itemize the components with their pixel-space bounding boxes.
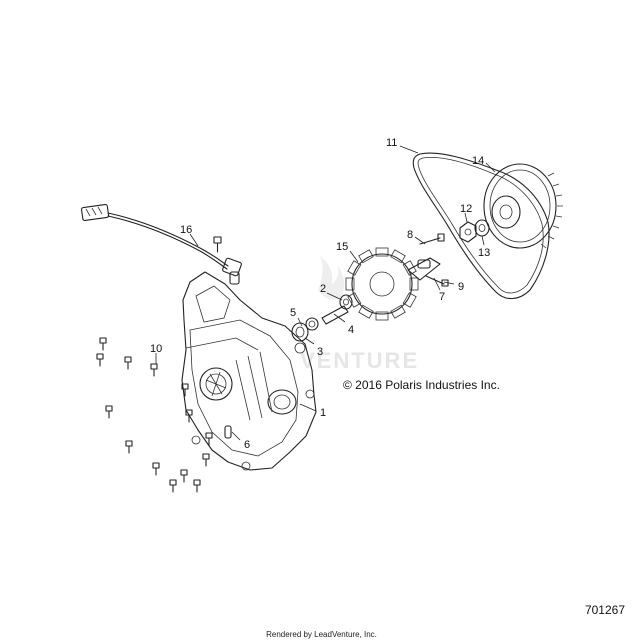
washer-part <box>339 294 353 310</box>
stator-part <box>345 247 441 321</box>
callout-labels: 1 2 3 4 5 6 7 8 9 10 11 12 13 14 15 16 <box>150 137 490 451</box>
callout-1: 1 <box>320 407 326 419</box>
flywheel-washer-part <box>474 219 490 237</box>
bolt-part <box>213 236 222 253</box>
render-credit: Rendered by LeadVenture, Inc. <box>266 630 377 639</box>
callout-11: 11 <box>386 137 397 149</box>
oil-seal-part <box>291 322 309 342</box>
callout-4: 4 <box>348 324 354 336</box>
stator-screw-part <box>419 233 445 245</box>
callout-16: 16 <box>180 224 192 236</box>
callout-9: 9 <box>458 281 464 293</box>
dowel-pin-part <box>224 425 232 439</box>
callout-7: 7 <box>439 291 445 303</box>
leader-lines <box>155 145 496 441</box>
callout-5: 5 <box>290 307 296 319</box>
flywheel-nut-part <box>459 221 477 243</box>
copyright-notice: © 2016 Polaris Industries Inc. <box>343 378 500 392</box>
callout-14: 14 <box>472 155 484 167</box>
grommet-part <box>417 259 431 269</box>
shaft-part <box>321 305 349 325</box>
cover-bolts-group <box>96 337 213 493</box>
diagram-number: 701267 <box>584 603 625 617</box>
callout-12: 12 <box>460 203 472 215</box>
bearing-part <box>305 317 319 331</box>
flywheel-part <box>483 163 563 249</box>
watermark-text: VENTURE <box>300 348 419 373</box>
gasket-part <box>412 152 550 300</box>
callout-6: 6 <box>244 439 250 451</box>
callout-15: 15 <box>336 241 348 253</box>
callout-3: 3 <box>317 346 323 358</box>
callout-10: 10 <box>150 343 162 355</box>
watermark-logo: VENTURE <box>300 256 419 373</box>
callout-8: 8 <box>407 229 413 241</box>
callout-13: 13 <box>478 247 490 259</box>
sensor-harness-part <box>81 203 242 285</box>
engine-cover-part <box>181 271 317 471</box>
callout-2: 2 <box>320 283 326 295</box>
